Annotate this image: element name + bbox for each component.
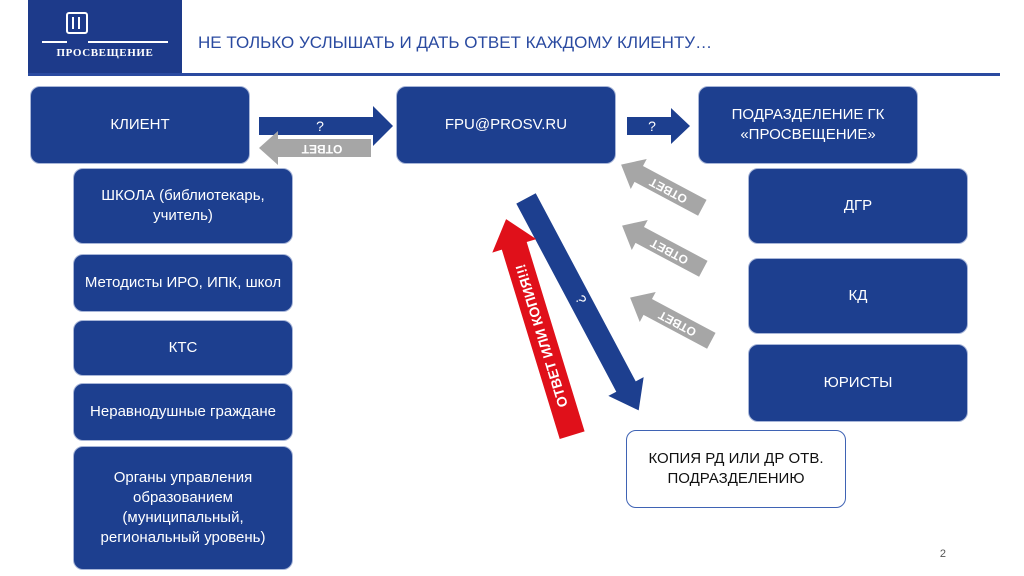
question-arrow-to-copy: ?: [516, 193, 644, 411]
answer-arrow-from-lawyers: ОТВЕТ: [630, 291, 716, 349]
kts-node: КТС: [73, 320, 293, 376]
school-node: ШКОЛА (библиотекарь, учитель): [73, 168, 293, 244]
answer-arrow-label: ОТВЕТ: [301, 142, 342, 156]
client-node: КЛИЕНТ: [30, 86, 250, 164]
copy-node: КОПИЯ РД ИЛИ ДР ОТВ. ПОДРАЗДЕЛЕНИЮ: [626, 430, 846, 508]
kd-node: КД: [748, 258, 968, 334]
answer-arrow-from-dgr: ОТВЕТ: [621, 158, 707, 216]
division-node: ПОДРАЗДЕЛЕНИЕ ГК «ПРОСВЕЩЕНИЕ»: [698, 86, 918, 164]
email-node: FPU@PROSV.RU: [396, 86, 616, 164]
question-arrow-to-email: ?: [259, 106, 393, 146]
header-divider: [28, 73, 1000, 76]
page-title: НЕ ТОЛЬКО УСЛЫШАТЬ И ДАТЬ ОТВЕТ КАЖДОМУ …: [198, 33, 713, 52]
authorities-node: Органы управления образованием (муниципа…: [73, 446, 293, 570]
logo-text: ПРОСВЕЩЕНИЕ: [56, 47, 154, 59]
alert-arrow-answer-or-copy: ОТВЕТ ИЛИ КОПИЯ!!!: [492, 219, 585, 439]
answer-arrow-to-client: ОТВЕТ: [259, 131, 371, 165]
dgr-node: ДГР: [748, 168, 968, 244]
lawyers-node: ЮРИСТЫ: [748, 344, 968, 422]
question-arrow-label: ?: [648, 118, 656, 134]
logo-line-left: [42, 41, 67, 43]
page-number: 2: [939, 548, 946, 560]
logo-line-right: [88, 41, 168, 43]
logo-icon: [66, 12, 88, 34]
question-arrow-to-division: ?: [627, 108, 690, 144]
logo-block: [28, 0, 182, 75]
methodists-node: Методисты ИРО, ИПК, школ: [73, 254, 293, 312]
question-arrow-label: ?: [316, 118, 324, 134]
answer-arrow-from-kd: ОТВЕТ: [622, 219, 708, 277]
citizens-node: Неравнодушные граждане: [73, 383, 293, 441]
